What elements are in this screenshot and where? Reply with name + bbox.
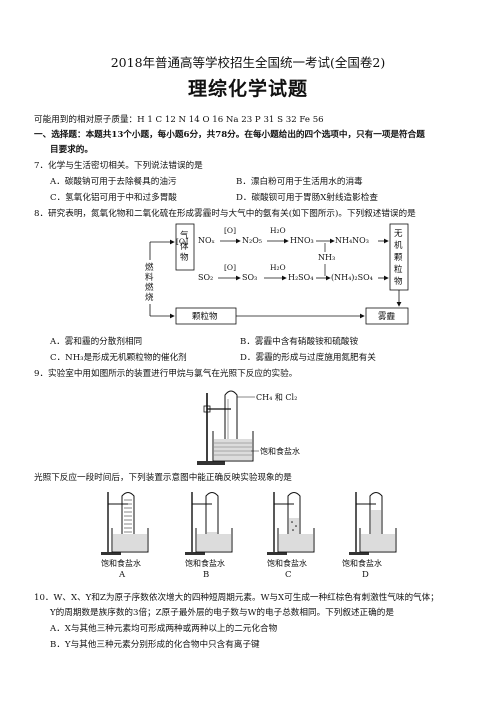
- svg-text:料: 料: [145, 272, 154, 283]
- svg-text:颗: 颗: [394, 253, 403, 263]
- water-1: H₂O: [270, 226, 286, 235]
- option-a-apparatus: 饱和食盐水 A: [101, 492, 149, 580]
- q9-stem: 9．实验室中用如图所示的装置进行甲烷与氯气在光照下反应的实验。: [34, 369, 298, 379]
- option-b-apparatus: 饱和食盐水 B: [185, 492, 233, 580]
- nox-formula: NOₓ: [198, 236, 215, 245]
- q8-option-b: B．雾霾中含有硝酸铵和硫酸铵: [240, 337, 359, 347]
- ammonia-formula: NH₃: [318, 253, 335, 262]
- n2o5-formula: N₂O₅: [242, 236, 262, 245]
- haze-box-text: 雾霾: [378, 312, 396, 322]
- oxidizer-2: [O]: [224, 263, 236, 272]
- q8-option-a: A．雾和霾的分散剂相同: [50, 337, 143, 347]
- option-a-label: 饱和食盐水: [101, 558, 141, 568]
- q7-option-a: A．碳酸钠可用于去除餐具的油污: [50, 177, 177, 187]
- section1-heading-cont: 目要求的。: [50, 145, 93, 155]
- svg-text:物: 物: [394, 276, 403, 287]
- exam-title: 2018年普通高等学校招生全国统一考试(全国卷2): [110, 55, 386, 70]
- svg-text:体: 体: [180, 241, 189, 252]
- option-b-letter: B: [203, 570, 209, 580]
- option-c-label: 饱和食盐水: [267, 558, 307, 568]
- haze-formation-diagram: 燃 料 燃 烧 气 体 物 [O] NOₓ [O] N₂O₅ H₂O HNO₃ …: [140, 220, 410, 330]
- water-2: H₂O: [270, 263, 286, 272]
- svg-text:燃: 燃: [145, 282, 154, 293]
- svg-text:物: 物: [180, 252, 189, 263]
- oxidizer-1: [O]: [224, 226, 236, 235]
- q9-options-figure: 饱和食盐水 A 饱和食盐水 B 饱和食盐水 C: [100, 488, 400, 583]
- q8-option-c: C．NH₃是形成无机颗粒物的催化剂: [50, 353, 187, 363]
- q10-stem: 10．W、X、Y和Z为原子序数依次增大的四种短周期元素。W与X可生成一种红棕色有…: [34, 593, 439, 603]
- option-c-letter: C: [285, 570, 292, 580]
- option-d-apparatus: 饱和食盐水 D: [342, 492, 397, 580]
- gas-label: CH₄ 和 Cl₂: [256, 393, 297, 402]
- q7-stem: 7．化学与生活密切相关。下列说法错误的是: [34, 161, 203, 171]
- h2so4-formula: H₂SO₄: [288, 273, 313, 282]
- so3-formula: SO₃: [242, 273, 257, 282]
- option-d-label: 饱和食盐水: [342, 558, 382, 568]
- option-c-apparatus: 饱和食盐水 C: [267, 492, 315, 580]
- option-a-letter: A: [118, 570, 126, 580]
- q8-option-d: D．雾霾的形成与过度施用氮肥有关: [240, 353, 376, 363]
- haze-box: [365, 307, 409, 325]
- svg-text:燃: 燃: [145, 262, 154, 273]
- fuel-combustion-label: 燃 料 燃 烧: [145, 262, 154, 303]
- svg-text:粒: 粒: [394, 264, 403, 275]
- nh4no3-formula: NH₄NO₃: [335, 236, 369, 245]
- svg-text:[O]: [O]: [176, 237, 188, 246]
- atomic-masses: 可能用到的相对原子质量：H 1 C 12 N 14 O 16 Na 23 P 3…: [34, 115, 324, 125]
- option-b-label: 饱和食盐水: [185, 558, 225, 568]
- q9-prompt: 光照下反应一段时间后，下列装置示意图中能正确反映实验现象的是: [34, 473, 292, 483]
- so2-formula: SO₂: [198, 273, 213, 282]
- svg-text:无: 无: [394, 229, 403, 239]
- option-d-letter: D: [362, 570, 369, 580]
- q7-option-d: D．碳酸钡可用于胃肠X射线造影检查: [236, 193, 378, 203]
- q7-option-c: C．氢氧化铝可用于中和过多胃酸: [50, 193, 177, 203]
- gas-box: [175, 223, 195, 271]
- q10-stem-cont: Y的周期数是族序数的3倍；Z原子最外层的电子数与W的电子总数相同。下列叙述正确的…: [50, 608, 394, 618]
- methane-chlorine-apparatus: CH₄ 和 Cl₂ 饱和食盐水: [195, 383, 335, 468]
- q10-option-b: B．Y与其他三种元素分别形成的化合物中只含有离子键: [50, 640, 260, 650]
- q8-stem: 8．研究表明，氮氧化物和二氧化硫在形成雾霾时与大气中的氨有关(如下图所示)。下列…: [34, 209, 416, 219]
- svg-text:机: 机: [394, 240, 403, 251]
- hno3-formula: HNO₃: [290, 236, 314, 245]
- nh4-2so4-formula: (NH₄)₂SO₄: [331, 273, 373, 282]
- q7-option-b: B．漂白粉可用于生活用水的消毒: [236, 177, 363, 187]
- subject-title: 理综化学试题: [187, 78, 308, 100]
- particle-box-text: 颗粒物: [192, 311, 218, 322]
- brine-label: 饱和食盐水: [260, 446, 300, 456]
- section1-heading: 一、选择题：本题共13个小题，每小题6分，共78分。在每小题给出的四个选项中，只…: [34, 130, 425, 140]
- q10-option-a: A．X与其他三种元素均可形成两种或两种以上的二元化合物: [50, 624, 278, 634]
- svg-text:烧: 烧: [145, 292, 154, 303]
- gas-box-text: 气: [180, 230, 189, 241]
